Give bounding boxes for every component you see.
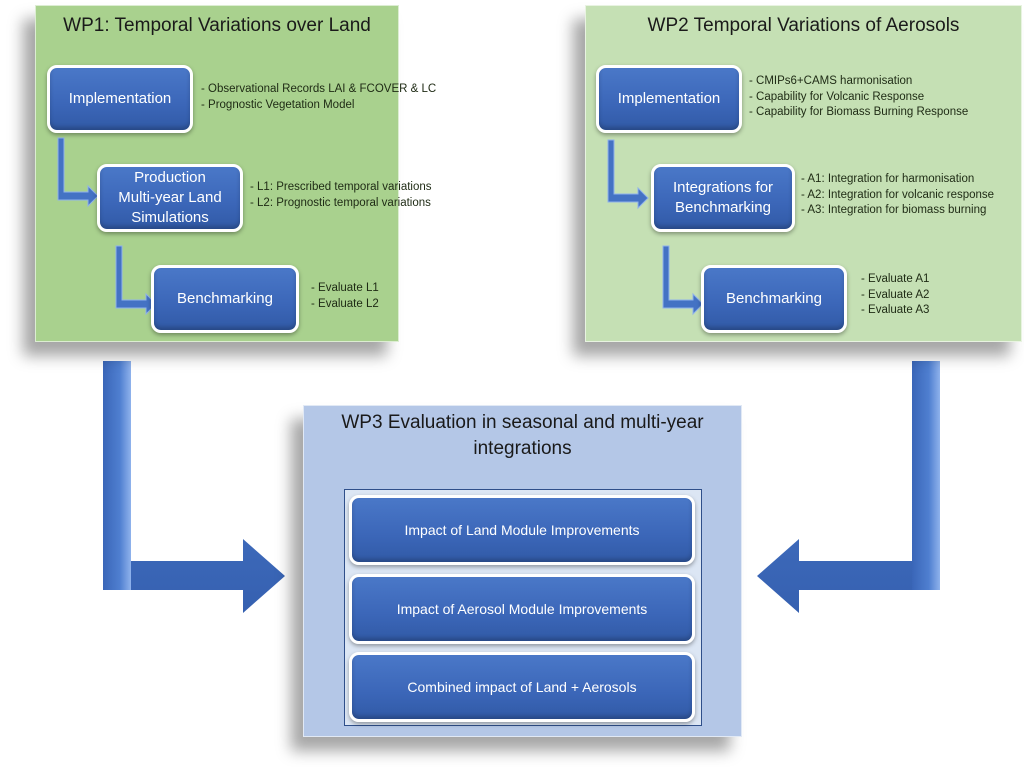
box-label-line: Multi-year Land <box>118 189 222 206</box>
wp2-panel: WP2 Temporal Variations of Aerosols Impl… <box>585 5 1022 342</box>
box-label: Combined impact of Land + Aerosols <box>407 679 637 695</box>
bullet-item: - Capability for Biomass Burning Respons… <box>749 106 969 118</box>
wp3-title-line: integrations <box>473 438 572 459</box>
bullet-item: - Evaluate L2 <box>311 297 379 310</box>
bullet-item: - L2: Prognostic temporal variations <box>250 196 431 209</box>
wp1-benchmarking-box: Benchmarking <box>151 265 299 333</box>
box-label: Benchmarking <box>726 290 822 307</box>
box-label: Implementation <box>68 90 172 107</box>
wp3-title-line: WP3 Evaluation in seasonal and multi-yea… <box>341 412 704 433</box>
box-label: Impact of Land Module Improvements <box>404 522 640 538</box>
bullet-item: - Evaluate L1 <box>311 282 379 294</box>
bullet-item: - Evaluate A2 <box>861 288 930 301</box>
wp3-items-container: Impact of Land Module Improvements Impac… <box>344 489 702 726</box>
wp2-implementation-bullets: - CMIPs6+CAMS harmonisation - Capability… <box>749 74 968 121</box>
wp2-title: WP2 Temporal Variations of Aerosols <box>647 15 960 36</box>
bullet-item: - Evaluate A1 <box>861 273 930 285</box>
box-label: Implementation <box>617 90 721 107</box>
wp1-production-box: Production Multi-year Land Simulations <box>97 164 243 232</box>
box-label-line: Production <box>134 169 206 186</box>
bullet-item: - L1: Prescribed temporal variations <box>250 181 432 193</box>
wp1-panel: WP1: Temporal Variations over Land Imple… <box>35 5 436 342</box>
bullet-item: - Observational Records LAI & FCOVER & L… <box>201 83 437 95</box>
wp3-item-aerosol: Impact of Aerosol Module Improvements <box>349 574 695 644</box>
bullet-item: - A3: Integration for biomass burning <box>801 204 987 216</box>
wp1-implementation-box: Implementation <box>47 65 193 133</box>
box-label-line: Integrations for <box>672 179 774 196</box>
wp1-implementation-bullets: - Observational Records LAI & FCOVER & L… <box>201 82 436 113</box>
bullet-item: - A1: Integration for harmonisation <box>801 173 975 185</box>
wp1-production-bullets: - L1: Prescribed temporal variations - L… <box>250 180 432 211</box>
bullet-item: - Evaluate A3 <box>861 304 930 316</box>
wp3-panel: WP3 Evaluation in seasonal and multi-yea… <box>303 405 742 737</box>
wp3-item-combined: Combined impact of Land + Aerosols <box>349 652 695 722</box>
step-connector-icon <box>57 137 99 208</box>
wp2-implementation-box: Implementation <box>596 65 742 133</box>
bullet-item: - A2: Integration for volcanic response <box>801 188 995 201</box>
wp3-title: WP3 Evaluation in seasonal and multi-yea… <box>304 410 741 462</box>
wp2-benchmarking-bullets: - Evaluate A1 - Evaluate A2 - Evaluate A… <box>861 272 929 319</box>
box-label: Impact of Aerosol Module Improvements <box>396 601 648 617</box>
wp3-item-land: Impact of Land Module Improvements <box>349 495 695 565</box>
bullet-item: - Capability for Volcanic Response <box>749 90 925 103</box>
wp2-benchmarking-box: Benchmarking <box>701 265 847 333</box>
step-connector-icon <box>607 139 649 210</box>
bullet-item: - CMIPs6+CAMS harmonisation <box>749 75 913 87</box>
wp1-title: WP1: Temporal Variations over Land <box>63 15 371 36</box>
step-connector-icon <box>662 245 704 316</box>
box-label-line: Benchmarking <box>675 199 771 216</box>
box-label: Benchmarking <box>177 290 273 307</box>
wp1-benchmarking-bullets: - Evaluate L1 - Evaluate L2 <box>311 281 379 312</box>
wp2-integrations-bullets: - A1: Integration for harmonisation - A2… <box>801 172 994 219</box>
bullet-item: - Prognostic Vegetation Model <box>201 98 355 111</box>
box-label-line: Simulations <box>131 209 209 226</box>
wp2-integrations-box: Integrations for Benchmarking <box>651 164 795 232</box>
